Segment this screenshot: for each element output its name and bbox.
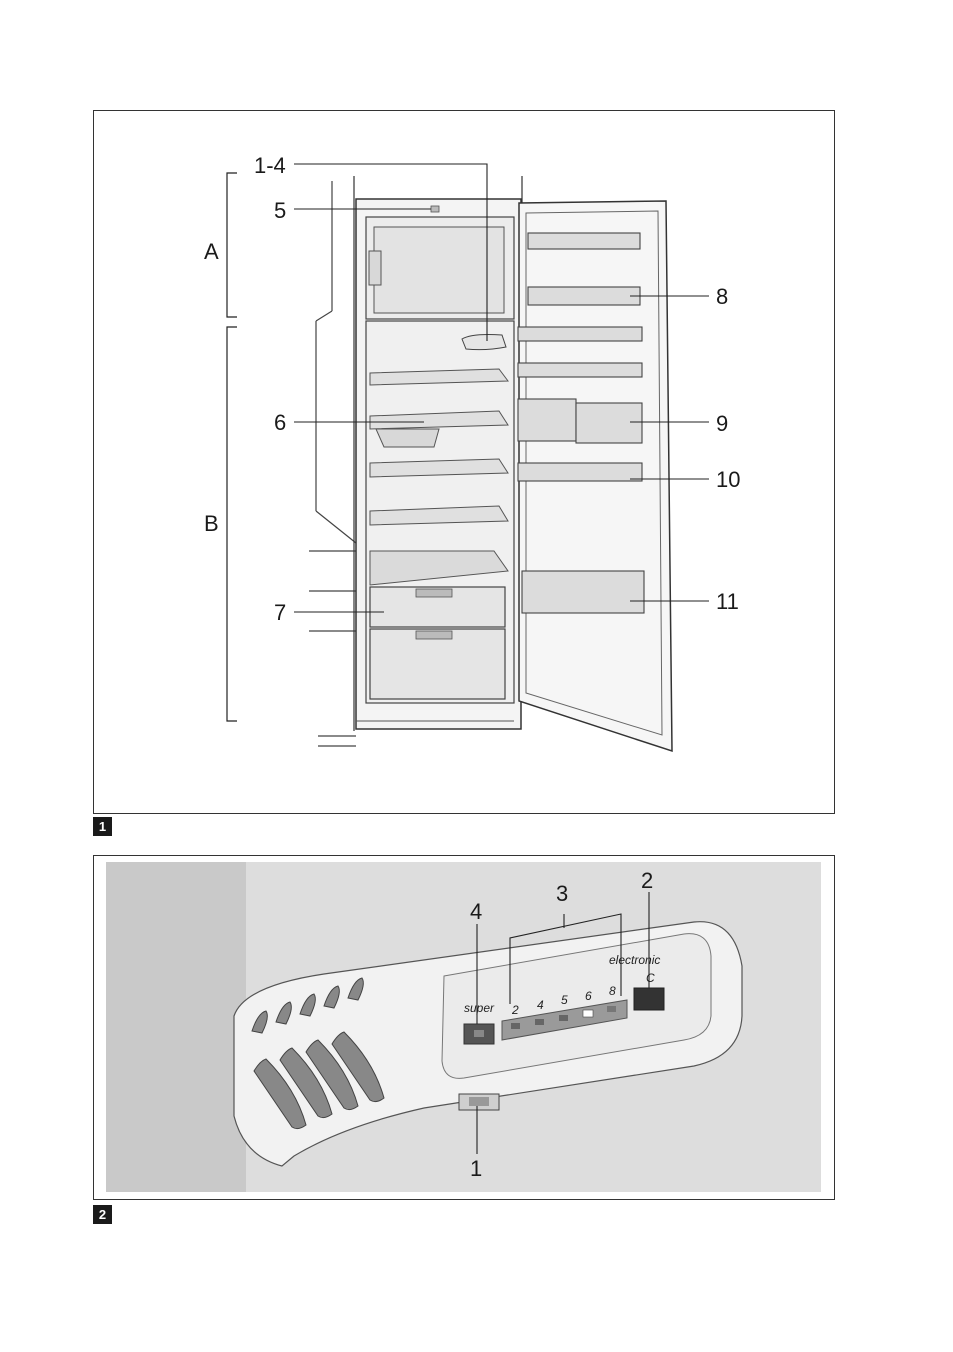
label-10: 10 <box>716 467 740 492</box>
fig2-label-3: 3 <box>556 881 568 906</box>
figure-number-1: 1 <box>93 817 112 836</box>
bottle-rack <box>376 429 439 447</box>
label-1-4: 1-4 <box>254 153 286 178</box>
control-unit <box>462 335 506 350</box>
label-5: 5 <box>274 198 286 223</box>
scale-4: 4 <box>537 998 544 1012</box>
figure-number-2: 2 <box>93 1205 112 1224</box>
freezer-handle <box>369 251 381 285</box>
c-text: C <box>646 971 655 985</box>
fridge-body <box>354 176 521 731</box>
figure-1-fridge-overview: 1-4 5 A B 6 7 8 9 10 11 <box>93 110 835 814</box>
c-button <box>634 988 664 1010</box>
label-B: B <box>204 511 219 536</box>
fridge-door <box>518 176 672 751</box>
fridge-illustration: 1-4 5 A B 6 7 8 9 10 11 <box>94 111 834 813</box>
label-7: 7 <box>274 600 286 625</box>
cabinet-niche <box>309 181 356 746</box>
control-panel-illustration: super electronic C 2 4 5 6 8 4 3 2 1 <box>94 856 834 1199</box>
scale-6: 6 <box>585 989 592 1003</box>
label-6: 6 <box>274 410 286 435</box>
label-9: 9 <box>716 411 728 436</box>
label-11: 11 <box>716 589 739 614</box>
interior-light-icon <box>431 206 439 212</box>
vegetable-containers <box>370 587 505 699</box>
fig2-label-4: 4 <box>470 899 482 924</box>
scale-2: 2 <box>511 1003 519 1017</box>
scale-8: 8 <box>609 984 616 998</box>
active-temperature-led <box>583 1010 593 1017</box>
fig2-label-2: 2 <box>641 868 653 893</box>
label-A: A <box>204 239 219 264</box>
super-text: super <box>464 1001 495 1015</box>
scale-5: 5 <box>561 993 568 1007</box>
electronic-text: electronic <box>609 953 660 967</box>
label-8: 8 <box>716 284 728 309</box>
figure-2-control-panel: super electronic C 2 4 5 6 8 4 3 2 1 <box>93 855 835 1200</box>
zone-brackets <box>227 173 237 721</box>
fig2-label-1: 1 <box>470 1156 482 1181</box>
